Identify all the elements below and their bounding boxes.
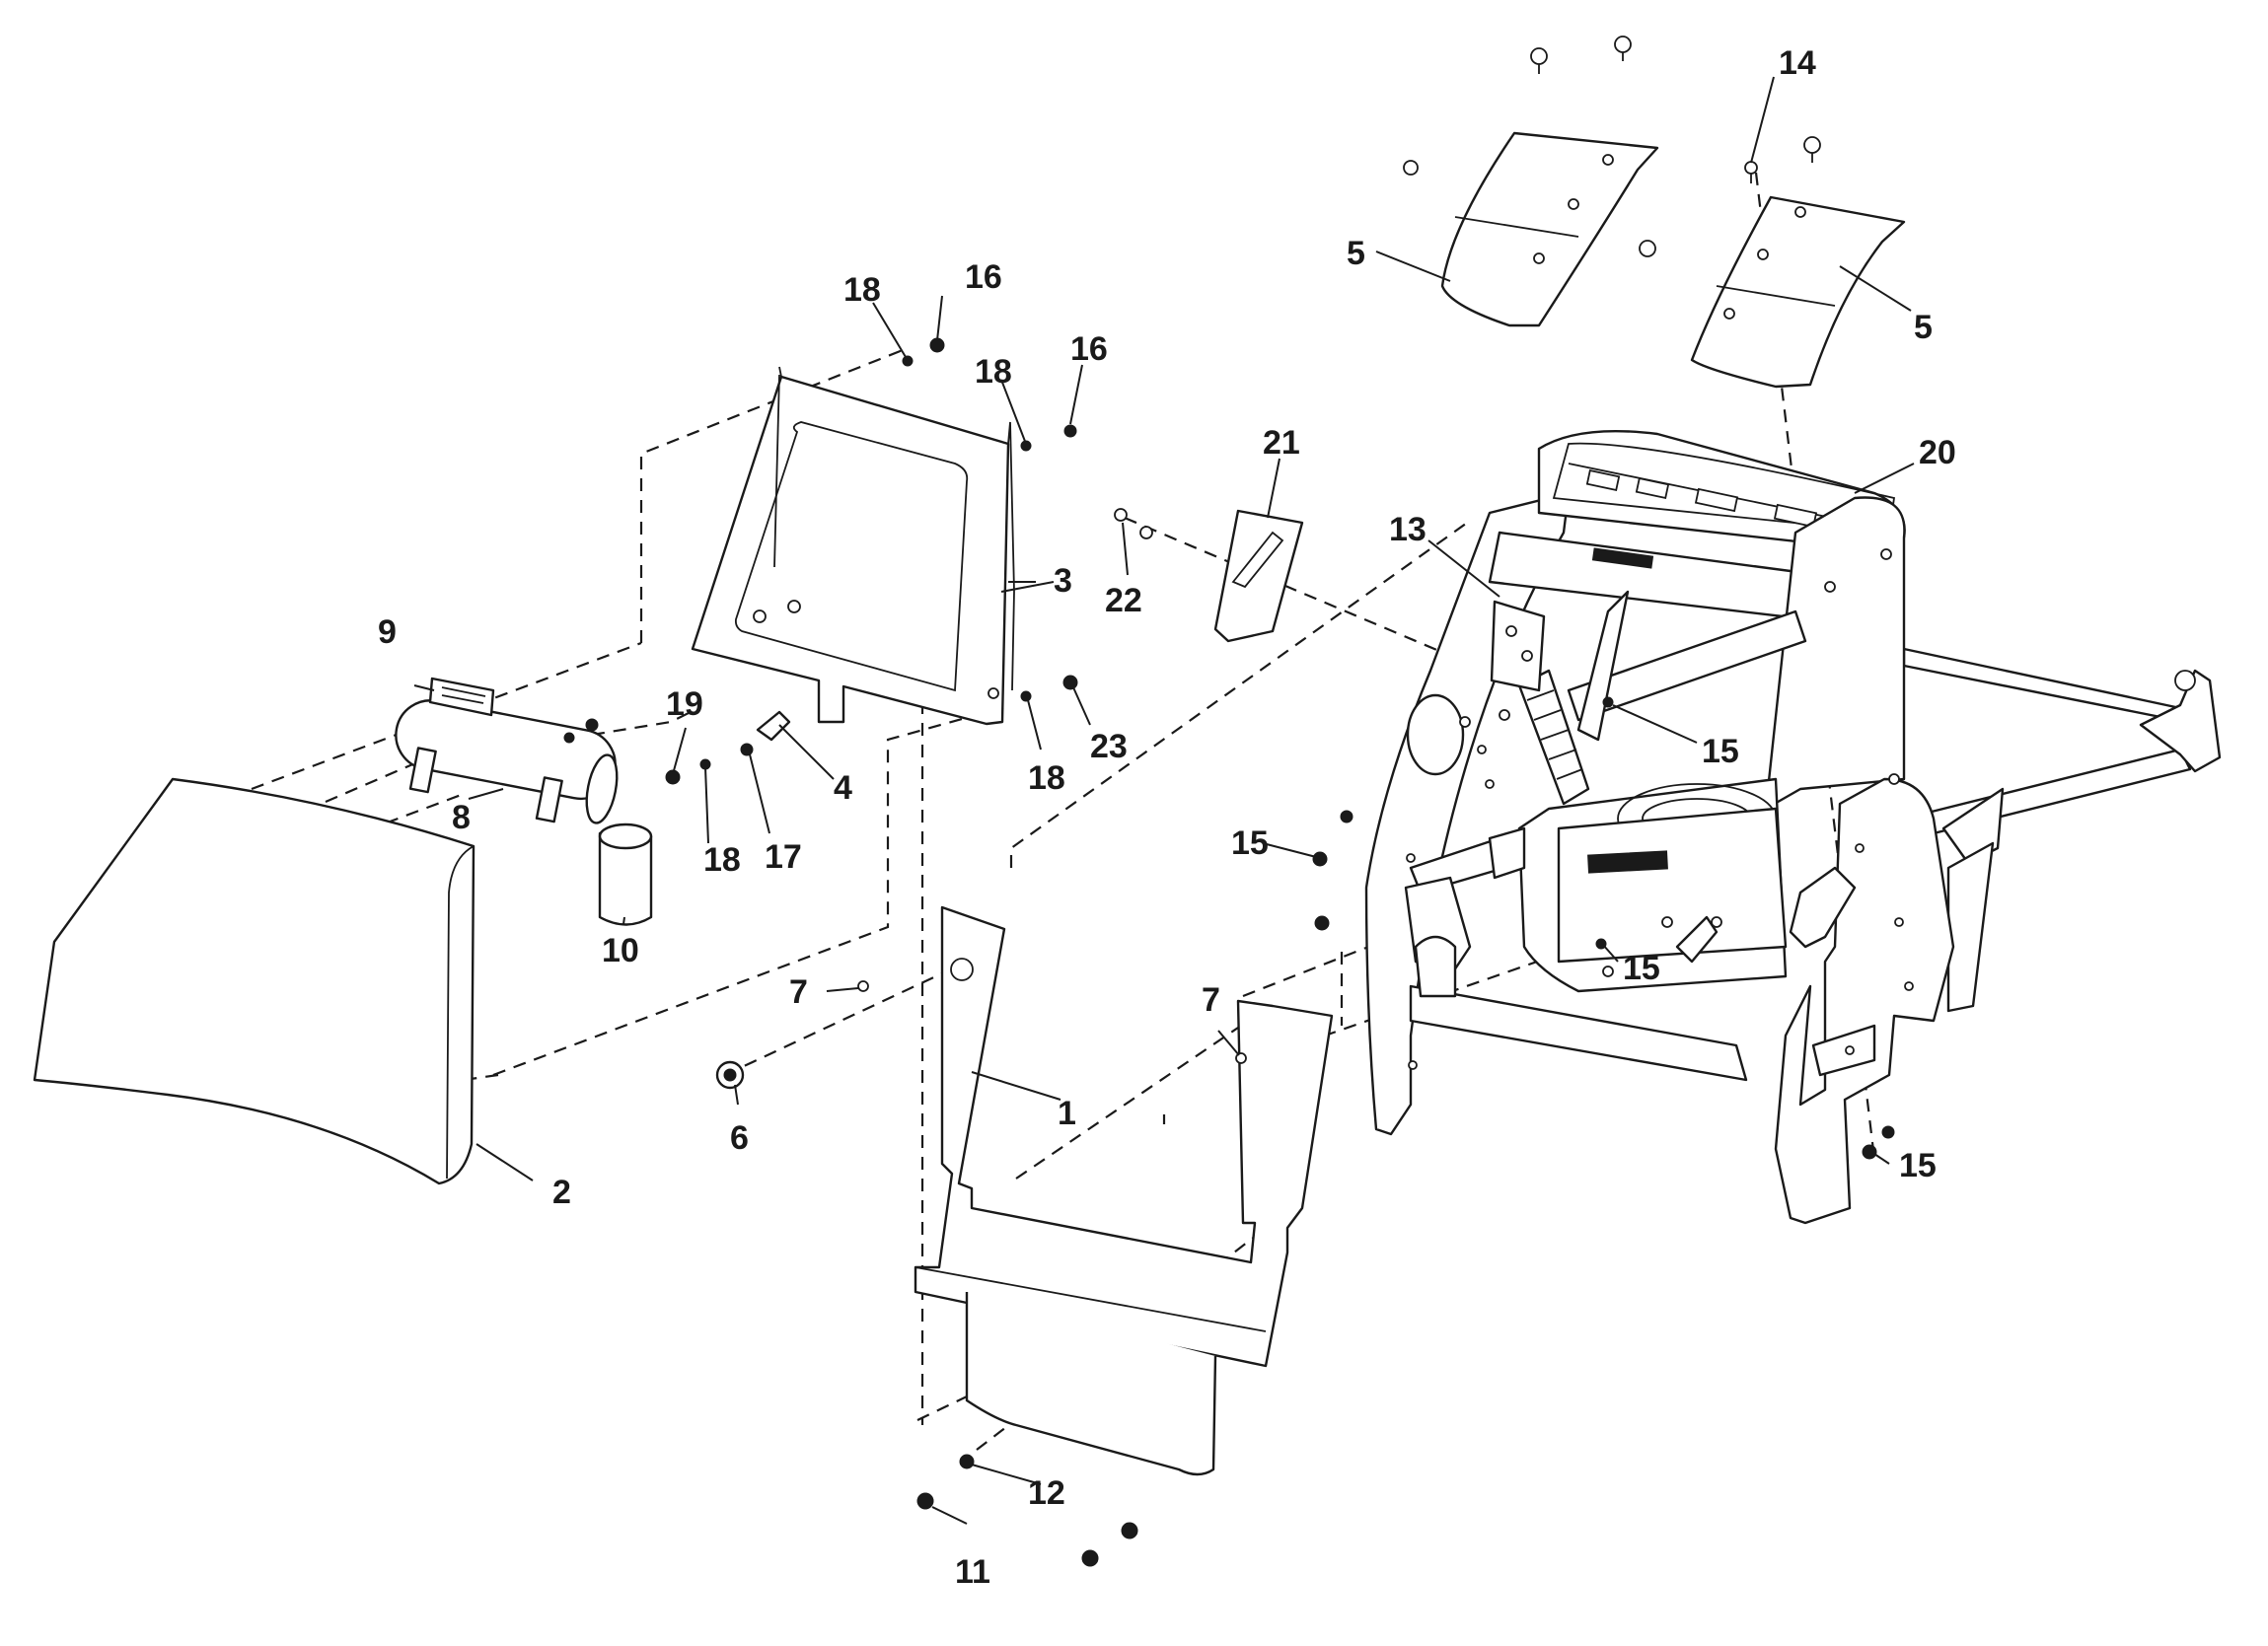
callout-1: 1 — [1058, 1095, 1076, 1132]
part-3-window-panel — [691, 366, 1015, 726]
callout-14: 14 — [1779, 44, 1816, 82]
callout-18-lower-right: 18 — [1028, 759, 1065, 797]
callout-16-right: 16 — [1070, 330, 1108, 368]
callout-4: 4 — [834, 769, 852, 807]
callout-18-lower-left: 18 — [703, 841, 741, 879]
part-2-front-cover — [33, 777, 476, 1185]
callout-3: 3 — [1054, 562, 1072, 600]
callout-8: 8 — [452, 799, 471, 836]
callout-23: 23 — [1090, 728, 1128, 765]
callout-9: 9 — [378, 613, 397, 651]
part-9-tag — [428, 677, 495, 717]
callout-12: 12 — [1028, 1474, 1065, 1512]
callout-2: 2 — [552, 1174, 571, 1211]
callout-15-right: 15 — [1899, 1147, 1937, 1184]
part-8-muffler — [395, 699, 619, 824]
callout-leader-lines — [413, 76, 1915, 1525]
part-21-plate — [1213, 509, 1304, 643]
callout-18-top-left: 18 — [843, 271, 881, 309]
hardware-fasteners — [563, 36, 1895, 1567]
callout-18-top-right: 18 — [975, 353, 1012, 391]
main-frame — [1364, 429, 2222, 1225]
part-5-cover-right — [1690, 195, 1906, 389]
callout-labels: 1 2 3 4 5 5 6 7 7 8 9 10 11 12 13 14 15 … — [378, 44, 1956, 1591]
callout-13: 13 — [1389, 511, 1427, 548]
callout-21: 21 — [1263, 424, 1300, 462]
callout-15-mid: 15 — [1702, 733, 1739, 770]
part-5-cover-left — [1440, 131, 1659, 327]
callout-10: 10 — [602, 932, 639, 969]
callout-5-left: 5 — [1347, 235, 1365, 272]
callout-5-right: 5 — [1914, 309, 1933, 346]
callout-19: 19 — [666, 685, 703, 723]
callout-6: 6 — [730, 1119, 749, 1157]
callout-7-left: 7 — [789, 973, 808, 1011]
callout-7-right: 7 — [1202, 981, 1220, 1019]
callout-15-left: 15 — [1231, 824, 1269, 862]
part-10-cap — [598, 823, 653, 926]
callout-16-left: 16 — [965, 258, 1002, 296]
callout-17: 17 — [765, 838, 802, 876]
callout-15-lower: 15 — [1623, 950, 1660, 987]
callout-22: 22 — [1105, 582, 1142, 619]
callout-20: 20 — [1919, 434, 1956, 471]
part-1-bracket — [914, 905, 1334, 1476]
callout-11: 11 — [955, 1553, 990, 1591]
